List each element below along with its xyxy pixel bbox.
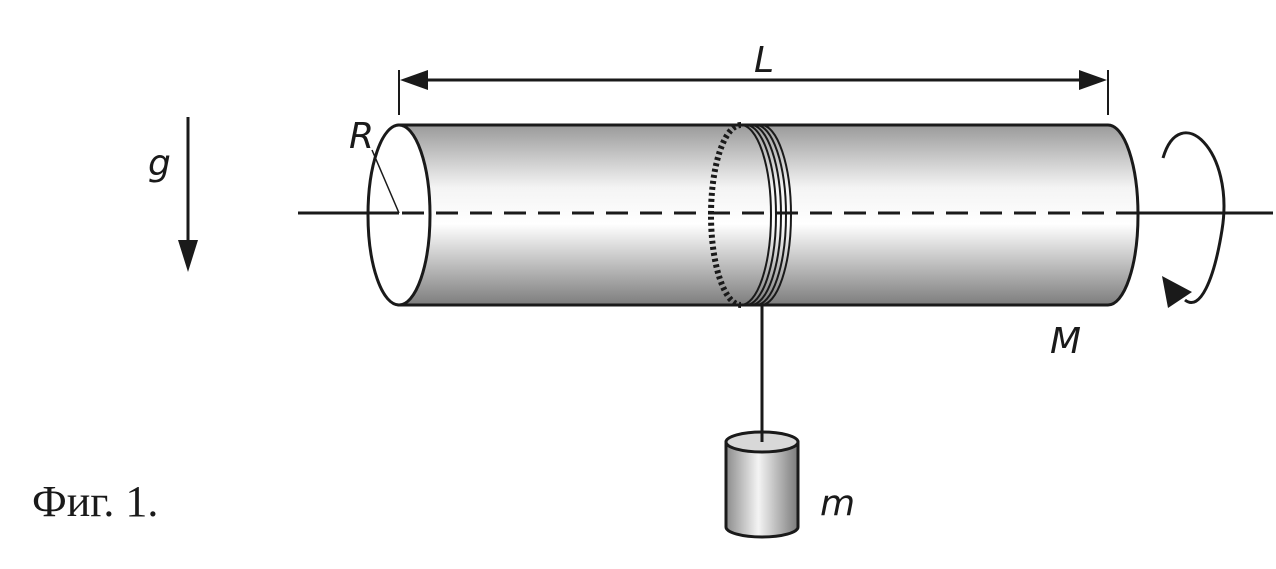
cylinder-end-cap xyxy=(366,123,432,307)
cylinder-mass-label: M xyxy=(1050,321,1081,362)
string-windings xyxy=(708,122,792,308)
hanging-mass-label: m xyxy=(820,483,855,524)
rotation-arrow xyxy=(1161,131,1226,308)
gravity-arrow xyxy=(178,117,198,272)
gravity-label: g xyxy=(148,143,171,184)
radius-line xyxy=(371,149,400,214)
figure-caption: Фиг. 1. xyxy=(32,477,158,526)
hanging-weight xyxy=(724,430,800,539)
length-label: L xyxy=(754,40,774,81)
radius-label: R xyxy=(349,116,374,157)
cylinder xyxy=(366,123,1140,307)
length-dimension xyxy=(398,70,1109,115)
